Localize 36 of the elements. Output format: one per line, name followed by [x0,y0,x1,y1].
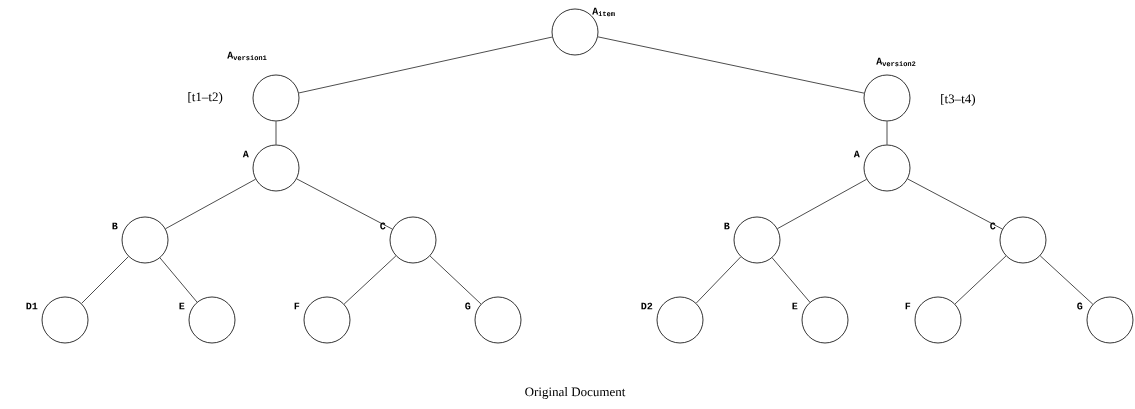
connector-line [771,257,811,303]
connector-line [165,178,256,230]
connector-line [1039,255,1094,305]
node-label: F [905,302,911,310]
connector-line [954,255,1007,305]
node-label: G [465,302,471,310]
connector-line [777,179,867,229]
node-label: D1 [26,302,38,310]
connector-line [159,257,198,303]
node-label: A [242,150,249,158]
connector-line [907,178,1003,230]
connector-line [343,255,397,305]
node-label: E [792,302,798,310]
connector-line [695,256,742,304]
node-label: D2 [641,302,653,310]
connector-line [296,178,393,230]
node-label: [t1–t2) [188,92,223,104]
node-label: G [1077,302,1083,310]
node-label: C [990,222,996,230]
connector-line [597,36,865,94]
node-label: B [112,222,118,230]
node-label: A [853,150,860,158]
node-label: F [294,302,300,310]
node-label: B [724,222,730,230]
node-label: [t3–t4) [941,94,975,106]
node-label: A$_{item}$ [592,7,615,17]
connector-line [81,256,129,304]
connector-line [275,121,277,145]
caption: Original Document [525,387,626,399]
node-label: E [179,302,185,310]
node-label: A$_{version1}$ [227,51,267,61]
node-label: A$_{version2}$ [876,57,916,67]
connector-line [429,255,482,305]
connector-line [298,36,553,94]
node-label: C [380,222,386,230]
connector-line [886,121,888,145]
